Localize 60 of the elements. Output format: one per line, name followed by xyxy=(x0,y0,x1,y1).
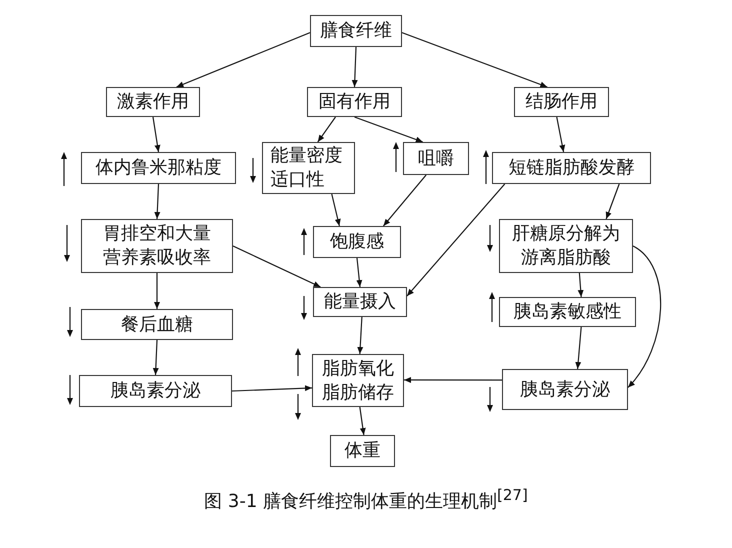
arrow xyxy=(404,376,502,383)
process-box xyxy=(499,297,636,327)
box-text: 脂肪氧化脂肪储存 xyxy=(321,356,395,404)
arrow xyxy=(578,272,584,298)
box-text: 胰岛素分泌 xyxy=(110,379,200,403)
arrow xyxy=(232,246,321,288)
arrow xyxy=(317,116,336,142)
process-box xyxy=(330,435,395,467)
process-box xyxy=(262,142,355,194)
process-box xyxy=(492,152,651,184)
box-text: 胰岛素分泌 xyxy=(520,378,610,402)
process-box xyxy=(307,87,402,117)
box-text: 膳食纤维 xyxy=(320,19,392,43)
process-box xyxy=(502,369,628,410)
arrow xyxy=(406,184,506,296)
arrow xyxy=(402,32,548,88)
arrow xyxy=(356,258,362,288)
arrow xyxy=(575,326,582,370)
box-text: 餐后血糖 xyxy=(121,312,193,336)
process-box xyxy=(81,152,236,184)
box-text: 能量密度适口性 xyxy=(270,144,344,192)
arrow xyxy=(154,273,160,309)
arrow xyxy=(606,184,620,220)
box-text: 能量摄入 xyxy=(324,290,396,314)
box-text: 结肠作用 xyxy=(526,90,598,114)
arrow xyxy=(354,116,423,143)
arrow xyxy=(152,116,160,152)
process-box xyxy=(499,219,633,273)
box-text: 胰岛素敏感性 xyxy=(514,300,622,324)
process-box xyxy=(514,87,609,117)
box-text: 体重 xyxy=(344,439,380,463)
process-box xyxy=(313,226,401,258)
arrow xyxy=(357,316,364,354)
box-text: 肝糖原分解为游离脂肪酸 xyxy=(511,222,621,270)
arrow xyxy=(176,32,310,88)
process-box xyxy=(313,287,407,317)
box-text: 饱腹感 xyxy=(330,230,384,254)
arrow xyxy=(382,174,427,226)
box-text: 体内鲁米那粘度 xyxy=(96,156,222,180)
process-box xyxy=(312,354,404,407)
arrow xyxy=(556,116,566,152)
arrow xyxy=(352,46,358,88)
arrow xyxy=(232,385,312,392)
process-box xyxy=(310,15,402,47)
process-box xyxy=(403,142,469,175)
arrow xyxy=(628,246,662,388)
process-box xyxy=(81,219,233,273)
box-text: 固有作用 xyxy=(318,90,390,114)
figure-caption: 图 3-1 膳食纤维控制体重的生理机制$^{[27]}$ xyxy=(204,486,528,513)
box-text: 胃排空和大量营养素吸收率 xyxy=(102,222,212,270)
arrow xyxy=(331,194,341,226)
arrow xyxy=(152,340,159,376)
arrow xyxy=(359,406,366,436)
arrow xyxy=(154,184,160,220)
box-text: 咀嚼 xyxy=(418,146,454,170)
box-text: 短链脂肪酸发酵 xyxy=(508,156,634,180)
process-box xyxy=(79,375,232,407)
box-text: 激素作用 xyxy=(117,90,189,114)
process-box xyxy=(81,309,233,340)
process-box xyxy=(106,87,200,117)
